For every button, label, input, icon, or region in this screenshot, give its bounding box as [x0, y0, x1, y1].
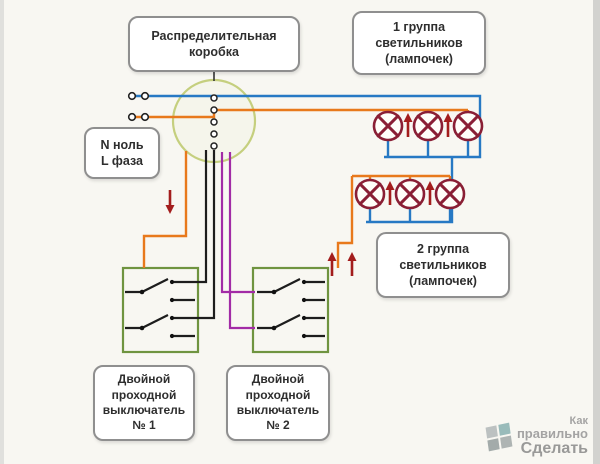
watermark-logo-icon — [485, 422, 513, 451]
watermark-text: Как правильно Сделать — [516, 415, 588, 457]
lamp-group1-label: 1 группа светильников (лампочек) — [352, 11, 486, 75]
direction-arrows — [165, 113, 453, 276]
lamp-icon — [412, 110, 444, 142]
lamp-icon — [452, 110, 484, 142]
phase-wire-switch1-feed — [142, 151, 188, 268]
phase-wire-switch2-feed — [336, 176, 354, 268]
switch1-label: Двойной проходной выключатель № 1 — [93, 365, 195, 441]
up-arrow-icon — [403, 113, 413, 137]
traveler-purple-wires — [220, 152, 255, 330]
switch2-enclosure — [251, 266, 330, 354]
watermark-line: Сделать — [520, 439, 588, 457]
switch1-enclosure — [121, 266, 200, 354]
traveler-black-wires — [195, 150, 216, 320]
label-line: светильников — [375, 36, 463, 50]
up-arrow-icon — [347, 252, 357, 276]
label-line: Двойной — [251, 372, 305, 387]
neutral-wire-group2 — [366, 157, 454, 224]
supply-nl-label: N ноль L фаза — [84, 127, 160, 179]
lamp-icon — [354, 178, 386, 210]
lamp-group2-label: 2 группа светильников (лампочек) — [376, 232, 510, 298]
label-line: № 2 — [266, 418, 290, 433]
switch2-contacts — [257, 278, 325, 339]
supply-terminal-dots — [127, 91, 150, 122]
label-line: (лампочек) — [409, 274, 477, 288]
label-line: N ноль — [100, 138, 144, 152]
watermark-line: Как — [569, 415, 588, 428]
junction-terminal-dots — [210, 94, 218, 150]
label-line: коробка — [189, 45, 239, 59]
lamp-icon — [372, 110, 404, 142]
up-arrow-icon — [327, 252, 337, 276]
distribution-box-label: Распределительная коробка — [128, 16, 300, 72]
watermark-line: правильно — [516, 426, 588, 442]
label-line: Распределительная — [151, 29, 277, 43]
label-line: выключатель — [102, 403, 186, 417]
left-frame-edge — [0, 0, 4, 464]
label-line: 2 группа — [416, 242, 470, 256]
lamp-group-2 — [354, 178, 466, 210]
up-arrow-icon — [385, 181, 395, 205]
up-arrow-icon — [443, 113, 453, 137]
right-frame-edge — [593, 0, 600, 464]
watermark: Как правильно Сделать — [485, 415, 588, 457]
label-line: (лампочек) — [385, 52, 453, 66]
phase-wire-group2-bus — [352, 174, 452, 180]
label-line: проходной — [245, 387, 311, 402]
label-line: 1 группа — [392, 20, 446, 34]
label-line: № 1 — [132, 418, 156, 433]
switch2-label: Двойной проходной выключатель № 2 — [226, 365, 330, 441]
up-arrow-icon — [425, 181, 435, 205]
label-line: Двойной — [117, 372, 171, 387]
label-line: выключатель — [236, 403, 320, 417]
label-line: проходной — [111, 387, 177, 402]
label-line: L фаза — [101, 154, 143, 168]
label-line: светильников — [399, 258, 487, 272]
lamp-group-1 — [372, 110, 484, 142]
lamp-icon — [394, 178, 426, 210]
switch1-contacts — [125, 278, 195, 339]
down-arrow-icon — [165, 190, 175, 214]
lamp-icon — [434, 178, 466, 210]
